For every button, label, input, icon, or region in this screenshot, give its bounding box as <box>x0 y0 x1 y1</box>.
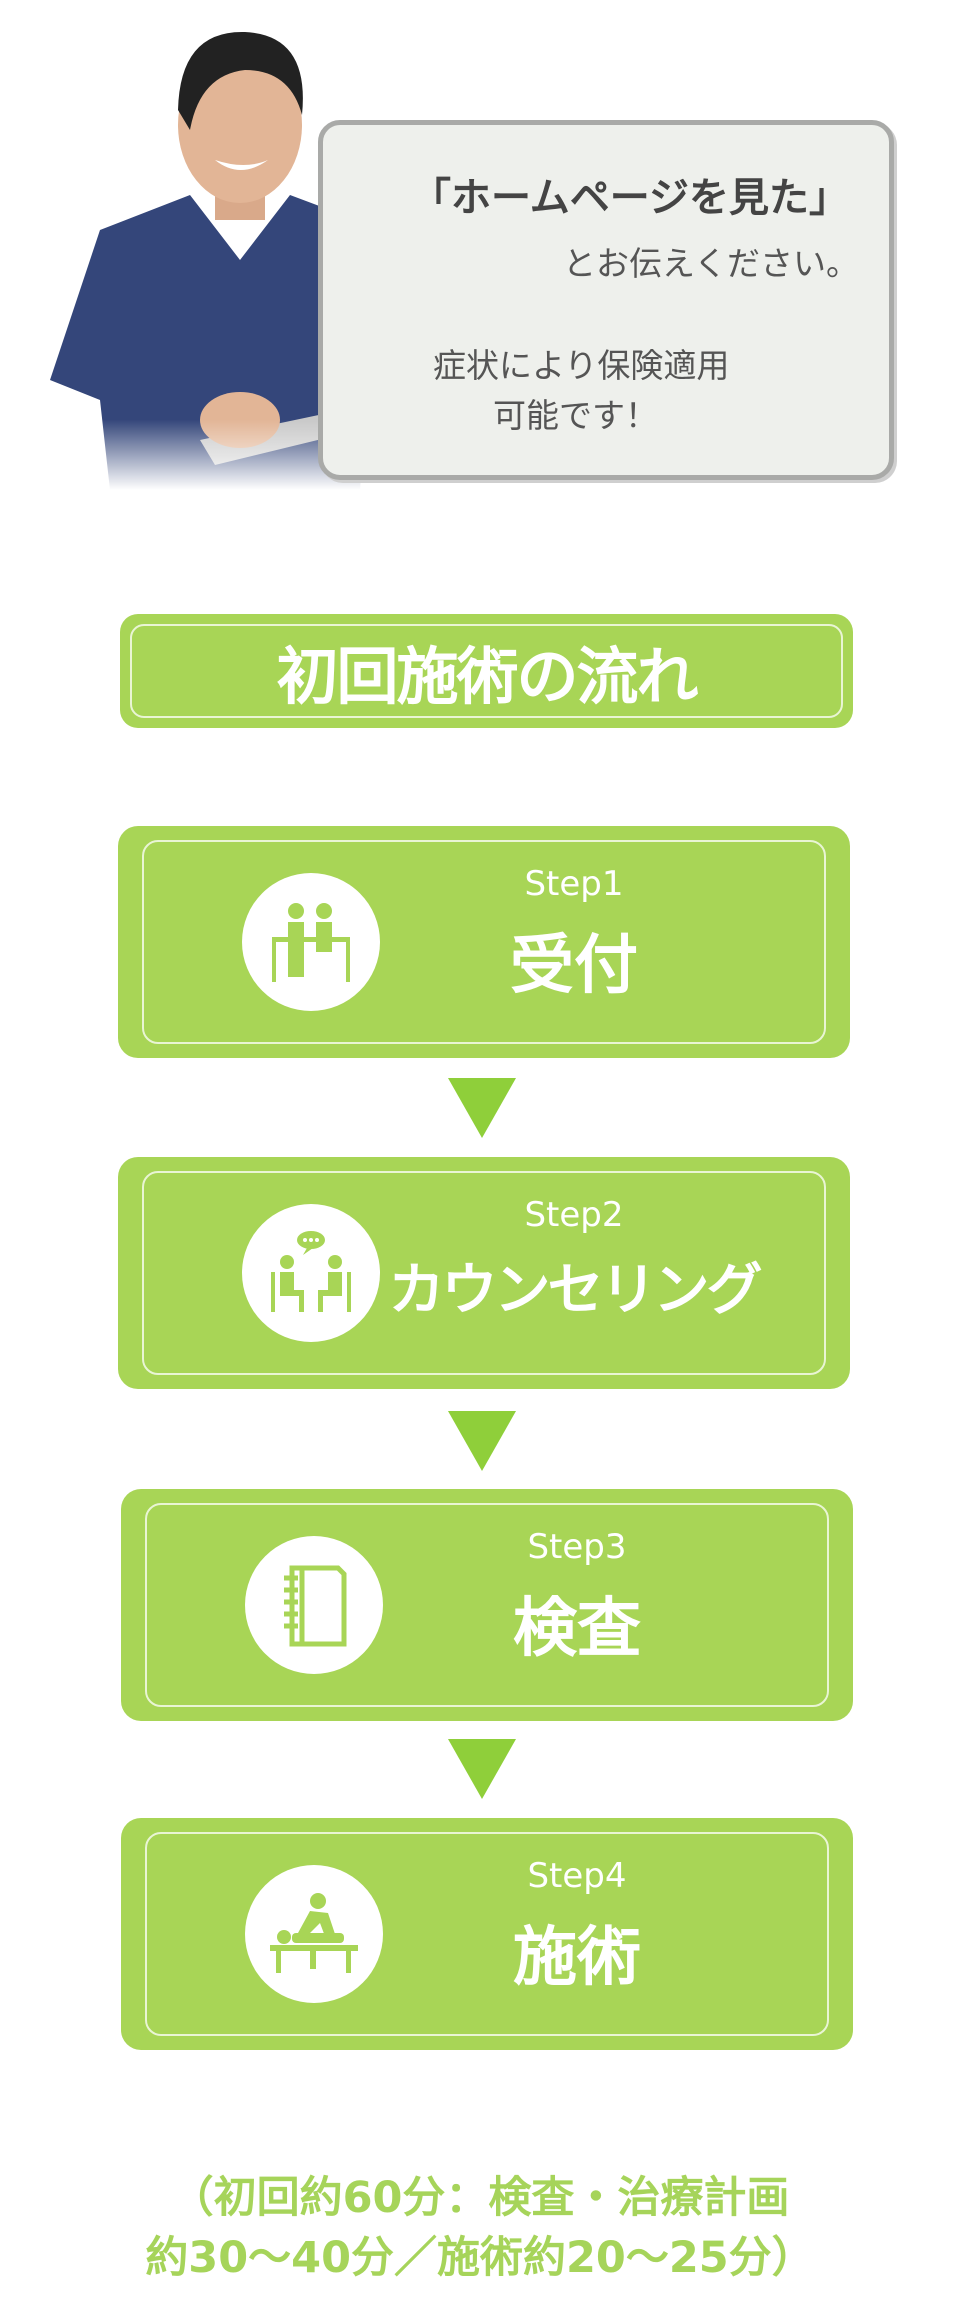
speech-bubble: 「ホームページを見た」 とお伝えください。 症状により保険適用 可能です！ <box>318 120 894 480</box>
step-1-card: Step1 受付 <box>118 826 850 1058</box>
down-arrow-icon <box>448 1411 516 1471</box>
insurance-note: 症状により保険適用 <box>433 346 730 385</box>
section-title: 初回施術の流れ <box>120 614 853 728</box>
down-arrow-icon <box>448 1078 516 1138</box>
notebook-icon <box>245 1536 383 1674</box>
step-label: Step1 <box>524 864 624 904</box>
step-label: Step3 <box>527 1527 627 1567</box>
insurance-note-2: 可能です！ <box>493 396 658 435</box>
duration-note-line-1: （初回約60分：検査・治療計画 <box>170 2173 790 2223</box>
bubble-headline: 「ホームページを見た」 <box>411 175 849 221</box>
section-title-text: 初回施術の流れ <box>276 640 698 713</box>
step-label: Step2 <box>524 1195 624 1235</box>
step-label: Step4 <box>527 1856 627 1896</box>
bubble-subline: とお伝えください。 <box>562 244 859 283</box>
treatment-icon <box>245 1865 383 2003</box>
duration-note-line-2: 約30〜40分／施術約20〜25分） <box>145 2233 815 2283</box>
step-name: カウンセリング <box>388 1258 763 1323</box>
step-name: 施術 <box>513 1921 641 1995</box>
step-name: 検査 <box>513 1592 641 1666</box>
counseling-icon <box>242 1204 380 1342</box>
step-name: 受付 <box>510 929 638 1003</box>
step-4-card: Step4 施術 <box>121 1818 853 2050</box>
step-3-card: Step3 検査 <box>121 1489 853 1721</box>
reception-desk-icon <box>242 873 380 1011</box>
step-2-card: Step2 カウンセリング <box>118 1157 850 1389</box>
duration-note: （初回約60分：検査・治療計画 約30〜40分／施術約20〜25分） <box>0 2168 960 2288</box>
down-arrow-icon <box>448 1739 516 1799</box>
